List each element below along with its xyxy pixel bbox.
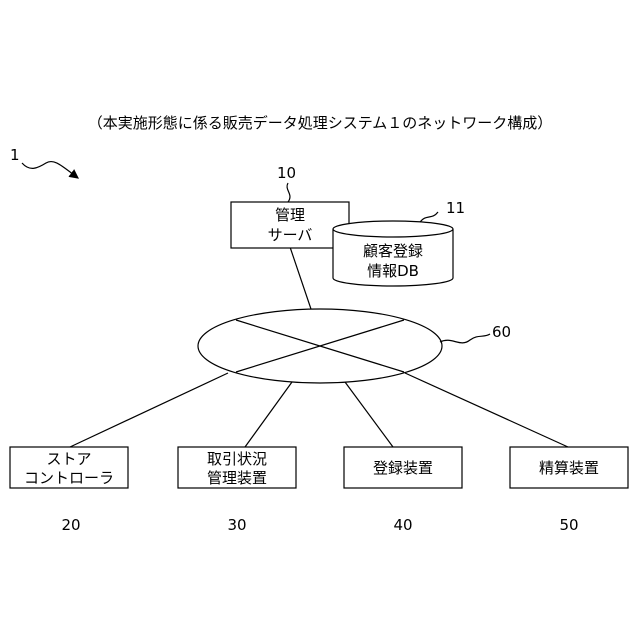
network-ref-leader [440,334,490,343]
registration-device-label: 登録装置 [373,459,433,477]
transaction-status-manager-label-line1: 取引状況 [207,450,267,468]
link-settlement-device [405,373,568,447]
server-ref-leader [287,183,290,202]
database-cylinder-top [333,221,453,237]
settlement-device-label: 精算装置 [539,459,599,477]
database-label-line1: 顧客登録 [363,242,423,260]
server-ref-label: 10 [277,164,296,182]
network-ref-label: 60 [492,323,511,341]
server-label-line2: サーバ [268,226,313,244]
transaction-status-manager-ref-label: 30 [227,516,246,534]
database-ref-label: 11 [446,199,465,217]
store-controller-label-line1: ストア [46,450,91,468]
store-controller-ref-label: 20 [61,516,80,534]
database-ref-leader [420,212,438,222]
system-ref-arrow [22,161,78,178]
settlement-device-ref-label: 50 [559,516,578,534]
server-network-link [290,247,312,312]
transaction-status-manager-label-line2: 管理装置 [207,469,267,487]
link-registration-device [345,382,393,447]
database-label-line2: 情報DB [367,262,419,280]
link-store-controller [70,373,228,447]
link-transaction-manager [245,382,292,447]
store-controller-label-line2: コントローラ [24,469,114,487]
system-ref-label: 1 [10,146,20,164]
server-label-line1: 管理 [275,206,305,224]
registration-device-ref-label: 40 [393,516,412,534]
figure-caption: （本実施形態に係る販売データ処理システム１のネットワーク構成） [88,114,553,132]
